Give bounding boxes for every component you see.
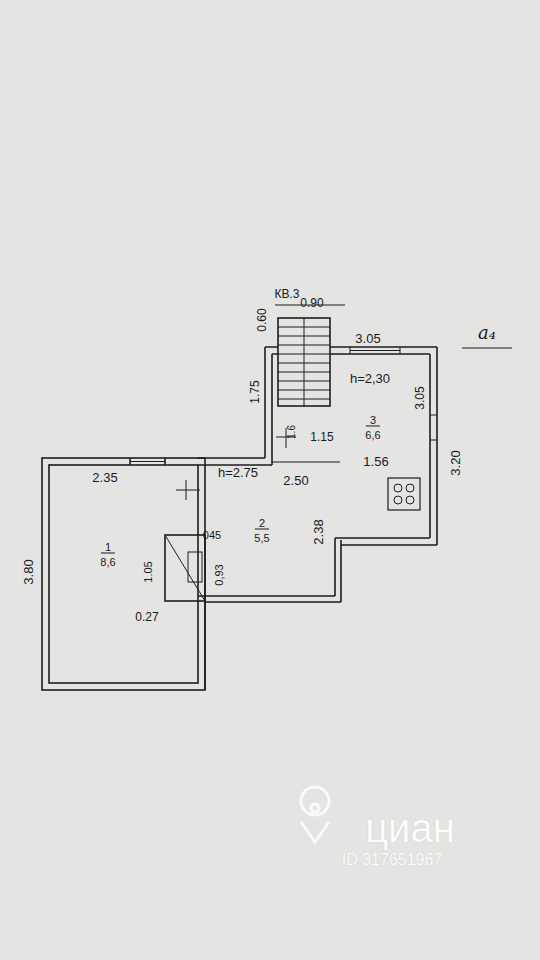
dimension: 3.20 <box>448 450 463 475</box>
handwritten-mark: а₄ <box>478 323 496 343</box>
room-number: 3 <box>366 414 380 427</box>
watermark-id: ID 317651967 <box>342 851 443 869</box>
dimension: 3.80 <box>21 559 36 584</box>
dimension: 1.56 <box>363 454 388 469</box>
room-area: 8,6 <box>100 556 115 568</box>
dimension: 1.05 <box>142 561 155 582</box>
dimension: 0.60 <box>255 308 269 331</box>
dimension: 2.38 <box>311 519 326 544</box>
room-area: 6,6 <box>365 429 380 441</box>
dimension: 2.35 <box>92 470 117 485</box>
dimension: 2.50 <box>283 473 308 488</box>
dimension: 045 <box>203 529 221 542</box>
dimension: 1.6 <box>286 425 298 439</box>
dimension: 3.05 <box>355 331 380 346</box>
room: 36,6 <box>272 354 430 462</box>
height-note: h=2.75 <box>218 465 258 480</box>
watermark: циан <box>365 807 455 849</box>
dimension: 0,93 <box>213 564 226 585</box>
room-number: 1 <box>101 541 115 554</box>
dimension: 1.75 <box>248 380 262 403</box>
room-area: 5,5 <box>254 532 269 544</box>
room: 18,6 <box>49 465 198 683</box>
room-number: 2 <box>255 517 269 530</box>
dimension: 0.90 <box>300 296 323 310</box>
dimension: 1.15 <box>310 430 333 444</box>
height-note: h=2,30 <box>350 371 390 386</box>
dimension: 0.27 <box>135 610 158 624</box>
apartment-number: КВ.3 <box>274 287 299 301</box>
dimension: 3.05 <box>413 386 427 409</box>
